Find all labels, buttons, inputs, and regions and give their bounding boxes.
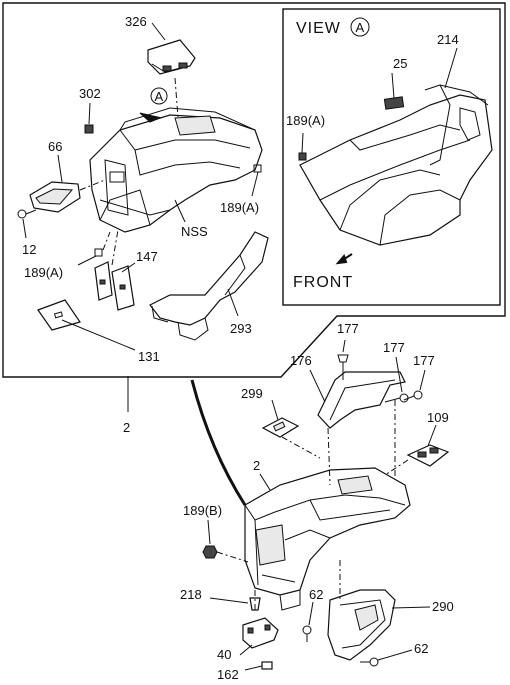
label-293: 293 xyxy=(230,321,252,336)
detail-leader-curve xyxy=(190,379,247,506)
part-189b xyxy=(202,545,218,559)
label-25: 25 xyxy=(393,56,407,71)
part-62-1 xyxy=(302,625,312,642)
label-2-top: 2 xyxy=(123,420,130,435)
part-293 xyxy=(149,231,269,326)
part-109 xyxy=(406,444,450,467)
part-62-2 xyxy=(360,657,379,667)
top-console xyxy=(89,107,263,233)
part-189a-left xyxy=(94,248,103,257)
view-a-box xyxy=(282,8,501,306)
label-62-2: 62 xyxy=(414,641,428,656)
label-214: 214 xyxy=(437,32,459,47)
view-circle-letter: A xyxy=(356,20,365,35)
view-circle-icon xyxy=(350,17,370,37)
label-131: 131 xyxy=(138,349,160,364)
arrow-marker-letter: A xyxy=(155,89,164,104)
label-162: 162 xyxy=(217,667,239,682)
part-177-2 xyxy=(384,393,409,403)
front-arrow-icon xyxy=(335,253,353,265)
label-177-2: 177 xyxy=(383,340,405,355)
label-326: 326 xyxy=(125,14,147,29)
label-290: 290 xyxy=(432,599,454,614)
label-189a-left: 189(A) xyxy=(24,265,63,280)
label-218: 218 xyxy=(180,587,202,602)
label-147: 147 xyxy=(136,249,158,264)
label-66: 66 xyxy=(48,139,62,154)
view-a-console xyxy=(298,84,493,246)
label-40: 40 xyxy=(217,647,231,662)
part-177-3 xyxy=(403,390,423,401)
label-189a-right: 189(A) xyxy=(220,200,259,215)
label-nss: NSS xyxy=(181,224,208,239)
label-176: 176 xyxy=(290,353,312,368)
label-177-3: 177 xyxy=(413,353,435,368)
detail-frame xyxy=(2,2,506,378)
label-302: 302 xyxy=(79,86,101,101)
label-299: 299 xyxy=(241,386,263,401)
label-12: 12 xyxy=(22,242,36,257)
label-109: 109 xyxy=(427,410,449,425)
part-131 xyxy=(37,299,81,331)
label-177-1: 177 xyxy=(337,321,359,336)
view-title: VIEW xyxy=(296,20,341,37)
label-2-main: 2 xyxy=(253,458,260,473)
label-189a-view: 189(A) xyxy=(286,113,325,128)
part-12 xyxy=(17,209,27,219)
part-302 xyxy=(84,124,94,134)
part-162 xyxy=(261,661,273,670)
front-label: FRONT xyxy=(293,274,353,291)
label-189b: 189(B) xyxy=(183,503,222,518)
part-176 xyxy=(317,371,406,429)
label-62-1: 62 xyxy=(309,587,323,602)
main-console xyxy=(244,467,411,611)
part-177-1 xyxy=(337,354,349,380)
